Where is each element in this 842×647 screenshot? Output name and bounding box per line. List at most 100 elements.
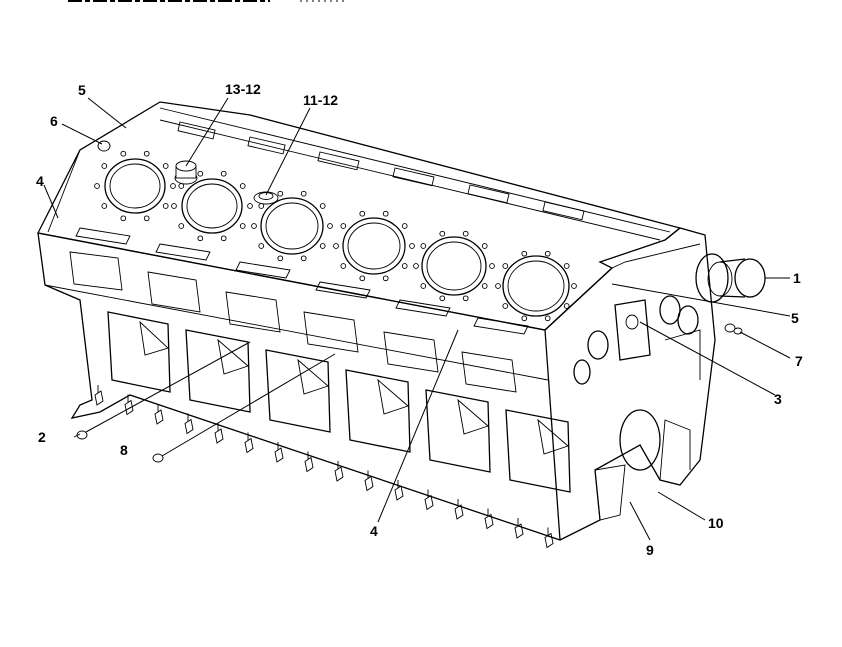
- bolt-hole: [94, 183, 100, 189]
- bolt-hole: [489, 263, 495, 269]
- bolt-hole: [171, 203, 177, 209]
- side-windows: [69, 227, 529, 393]
- bolt-hole: [439, 295, 446, 302]
- bottom-tab: [124, 394, 134, 416]
- bolt-hole: [220, 170, 227, 177]
- callout-labels: 5 6 4 13-12 11-12 1 5 7 3 2 8 4 9 10: [36, 81, 803, 558]
- callout-2: 2: [38, 429, 46, 445]
- callout-5-top: 5: [78, 82, 86, 98]
- bolt-8: [152, 453, 164, 463]
- bolt-hole: [481, 283, 488, 289]
- bolt-hole: [401, 223, 408, 229]
- top-deck: [37, 101, 682, 331]
- bolt-hole: [495, 283, 501, 289]
- bolt-hole: [382, 210, 389, 217]
- bolt-hole: [502, 263, 509, 269]
- bottom-tab: [244, 432, 254, 454]
- callout-7: 7: [795, 353, 803, 369]
- bolt-hole: [197, 170, 204, 177]
- bolt-hole: [521, 315, 528, 322]
- bolt-hole: [120, 150, 127, 157]
- bolt-hole: [359, 275, 366, 282]
- bolt-hole: [327, 223, 333, 229]
- bolt-hole: [439, 230, 446, 237]
- callout-8: 8: [120, 442, 128, 458]
- bolt-hole: [170, 183, 176, 189]
- bottom-tab: [544, 527, 554, 549]
- bolt-hole: [258, 203, 265, 209]
- rear-face: [573, 243, 729, 521]
- bolt-hole: [178, 183, 185, 189]
- bolt-hole: [220, 235, 227, 242]
- callout-4-left: 4: [36, 173, 44, 189]
- plug-fitting-11: [253, 191, 279, 205]
- bottom-tab: [304, 451, 314, 473]
- bolt-hole: [162, 163, 169, 169]
- callout-3: 3: [774, 391, 782, 407]
- bolt-hole: [340, 263, 347, 269]
- bolt-hole: [420, 243, 427, 249]
- bolt-hole: [300, 255, 307, 262]
- cylinder-bores: [104, 158, 570, 317]
- bolt-hole: [178, 223, 185, 229]
- bolt-hole: [333, 243, 339, 249]
- deck-bolt-holes: [94, 150, 577, 322]
- bolt-hole: [101, 163, 108, 169]
- leader-lines: [43, 97, 791, 541]
- bolt-hole: [563, 303, 570, 309]
- callout-10: 10: [708, 515, 724, 531]
- bolt-hole: [319, 203, 326, 209]
- bolt-hole: [382, 275, 389, 282]
- bolt-hole: [319, 243, 326, 249]
- bolt-hole: [420, 283, 427, 289]
- bottom-tab: [484, 508, 494, 530]
- callout-5-right: 5: [791, 310, 799, 326]
- front-face: [37, 227, 716, 541]
- bottom-tab: [214, 423, 224, 444]
- crankcase-openings: [107, 311, 571, 493]
- bottom-tab: [364, 470, 374, 492]
- bolt-hole: [277, 255, 284, 262]
- bottom-tab: [394, 480, 404, 501]
- bottom-tab: [274, 442, 284, 463]
- plug-7: [724, 323, 743, 335]
- bolt-hole: [462, 295, 469, 302]
- bolt-hole: [521, 250, 528, 257]
- bolt-hole: [462, 230, 469, 237]
- callout-4-bottom: 4: [370, 523, 378, 539]
- bolt-hole: [239, 223, 246, 229]
- engine-block: [37, 101, 766, 549]
- bolt-hole: [101, 203, 108, 209]
- bottom-tab: [184, 413, 194, 435]
- callout-1: 1: [793, 270, 801, 286]
- bolt-hole: [544, 250, 551, 257]
- bottom-tabs: [94, 385, 554, 549]
- bolt-hole: [277, 190, 284, 197]
- bottom-tab: [154, 404, 164, 425]
- bolt-hole: [247, 203, 253, 209]
- callout-9: 9: [646, 542, 654, 558]
- bolt-hole: [197, 235, 204, 242]
- bolt-hole: [162, 203, 169, 209]
- bolt-2: [73, 430, 88, 440]
- bolt-hole: [359, 210, 366, 217]
- callout-13-12: 13-12: [225, 81, 261, 97]
- callout-11-12: 11-12: [303, 92, 338, 108]
- bolt-hole: [563, 263, 570, 269]
- plug-fitting-13: [174, 160, 198, 185]
- callout-6: 6: [50, 113, 58, 129]
- bottom-tab: [454, 499, 464, 520]
- cylinder-liner: [707, 258, 766, 298]
- bolt-hole: [502, 303, 509, 309]
- bolt-hole: [258, 243, 265, 249]
- bolt-hole: [401, 263, 408, 269]
- bottom-tab: [514, 518, 524, 539]
- bolt-hole: [251, 223, 257, 229]
- bolt-hole: [544, 315, 551, 322]
- bottom-tab: [424, 489, 434, 511]
- bolt-hole: [239, 183, 246, 189]
- deck-slots: [177, 121, 585, 221]
- bolt-hole: [143, 215, 150, 222]
- bolt-hole: [340, 223, 347, 229]
